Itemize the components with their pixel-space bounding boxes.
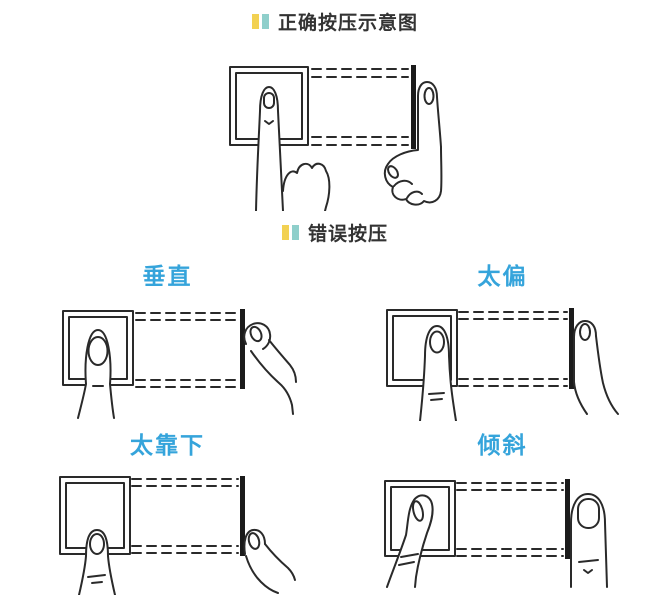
fingernail <box>411 500 424 522</box>
projection-dashes <box>311 68 409 146</box>
wrong-example-too-low: 太靠下 <box>0 431 335 595</box>
fingertip-top-view <box>418 325 457 421</box>
correct-heading-text: 正确按压示意图 <box>277 13 418 34</box>
fingernail <box>423 87 435 105</box>
wrong-example-tilted: 倾斜 <box>335 431 670 595</box>
thumbnail <box>387 165 399 179</box>
correct-press-diagram <box>0 51 670 211</box>
wrong-examples-grid: 垂直 <box>0 262 670 595</box>
wrong-example-label: 倾斜 <box>477 432 528 458</box>
tilted-finger-top-view <box>385 494 434 588</box>
vertical-press-illustration <box>61 309 297 419</box>
correct-press-illustration <box>229 65 443 211</box>
fingernail <box>428 330 445 354</box>
fingernail <box>576 498 600 529</box>
projection-dashes <box>457 311 568 387</box>
fingernail <box>88 533 105 555</box>
double-bar-icon <box>281 225 299 240</box>
fingernail <box>578 323 591 341</box>
projection-dashes <box>134 312 238 388</box>
tilted-press-illustration <box>383 479 608 588</box>
fingernail <box>248 325 263 343</box>
fingernail <box>247 532 260 550</box>
wrong-example-too-off-center: 太偏 <box>335 262 670 421</box>
fingertip-top-view <box>77 529 116 595</box>
fingertip-top-view <box>76 329 115 419</box>
sensor-side-bar <box>568 308 574 389</box>
sensor-square-inner <box>391 315 452 381</box>
projection-dashes <box>130 478 239 554</box>
fingernail <box>87 336 108 366</box>
wrong-example-label: 太靠下 <box>130 432 205 458</box>
projection-dashes <box>455 482 564 557</box>
wrong-example-label: 太偏 <box>477 263 528 289</box>
fist <box>383 146 443 206</box>
sensor-side-bar <box>411 65 416 149</box>
correct-section-heading: 正确按压示意图 <box>0 0 670 35</box>
sensor-side-bar <box>564 479 570 559</box>
finger-side-view <box>242 322 297 415</box>
sensor-square <box>385 309 458 387</box>
finger-top-view <box>255 86 331 211</box>
sensor-side-bar <box>239 309 245 389</box>
wrong-example-vertical: 垂直 <box>0 262 335 421</box>
wrong-heading-text: 错误按压 <box>307 224 388 245</box>
wrong-section-heading: 错误按压 <box>0 219 670 246</box>
hand-knuckles <box>282 162 331 211</box>
too-off-center-press-illustration <box>385 308 619 421</box>
finger-side-view <box>242 528 296 594</box>
sensor-side-bar <box>239 476 245 556</box>
finger-front-view <box>569 493 608 588</box>
double-bar-icon <box>251 14 269 29</box>
hand-side-view <box>383 81 443 206</box>
wrong-example-label: 垂直 <box>142 263 193 289</box>
too-low-press-illustration <box>58 476 296 595</box>
fingernail <box>263 92 275 109</box>
finger-side-view <box>572 320 619 415</box>
